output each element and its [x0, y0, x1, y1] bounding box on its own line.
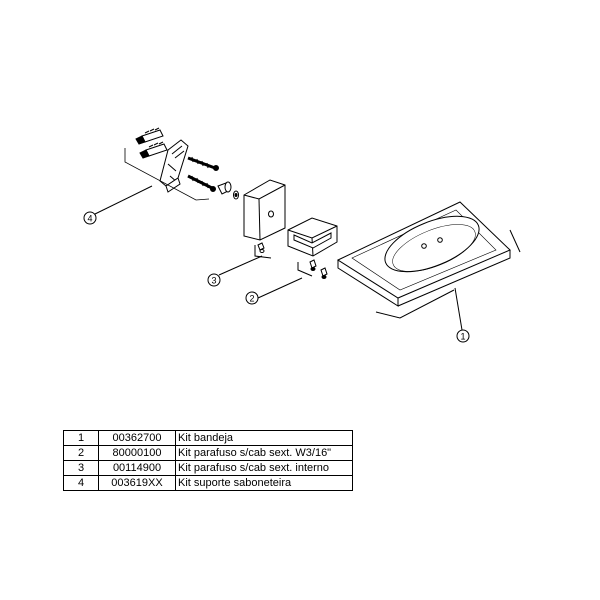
screw-lower — [187, 174, 216, 192]
leader-4 — [94, 185, 153, 215]
svg-text:1: 1 — [460, 332, 465, 342]
svg-text:3: 3 — [211, 276, 216, 286]
leader-2 — [257, 277, 303, 299]
part-description: Kit parafuso s/cab sext. interno — [175, 460, 353, 476]
leader-1 — [454, 287, 463, 331]
part-code: 00362700 — [98, 430, 176, 446]
wall-anchor-upper — [135, 127, 164, 145]
leader-3 — [218, 255, 263, 276]
item-number: 4 — [63, 475, 99, 491]
support-block — [218, 179, 286, 276]
part-code: 80000100 — [98, 445, 176, 461]
callout-4: 4 — [83, 211, 97, 225]
table-row: 3 00114900 Kit parafuso s/cab sext. inte… — [63, 460, 353, 476]
table-row: 4 003619XX Kit suporte saboneteira — [63, 475, 353, 491]
table-row: 2 80000100 Kit parafuso s/cab sext. W3/1… — [63, 445, 353, 461]
parts-table: 1 00362700 Kit bandeja 2 80000100 Kit pa… — [63, 430, 353, 491]
part-description: Kit parafuso s/cab sext. W3/16" — [175, 445, 353, 461]
svg-text:4: 4 — [87, 214, 92, 224]
washer — [233, 190, 239, 200]
wall-bracket-kit — [94, 127, 239, 215]
screw-2a — [309, 259, 317, 269]
screw-upper — [187, 156, 219, 171]
svg-text:2: 2 — [249, 294, 254, 304]
part-code: 003619XX — [98, 475, 176, 491]
part-description: Kit suporte saboneteira — [175, 475, 353, 491]
item-number: 2 — [63, 445, 99, 461]
bracket-plate — [159, 139, 189, 193]
callout-1: 1 — [456, 329, 470, 343]
grub-screw-3 — [257, 242, 265, 251]
bushing — [217, 181, 232, 195]
item-number: 1 — [63, 430, 99, 446]
part-description: Kit bandeja — [175, 430, 353, 446]
callout-2: 2 — [245, 291, 259, 305]
part-code: 00114900 — [98, 460, 176, 476]
table-row: 1 00362700 Kit bandeja — [63, 430, 353, 446]
screw-2b — [320, 267, 328, 277]
callout-3: 3 — [207, 273, 221, 287]
soap-tray — [336, 201, 521, 331]
item-number: 3 — [63, 460, 99, 476]
clamp-bracket — [257, 217, 338, 299]
wall-anchor-lower — [139, 141, 168, 159]
